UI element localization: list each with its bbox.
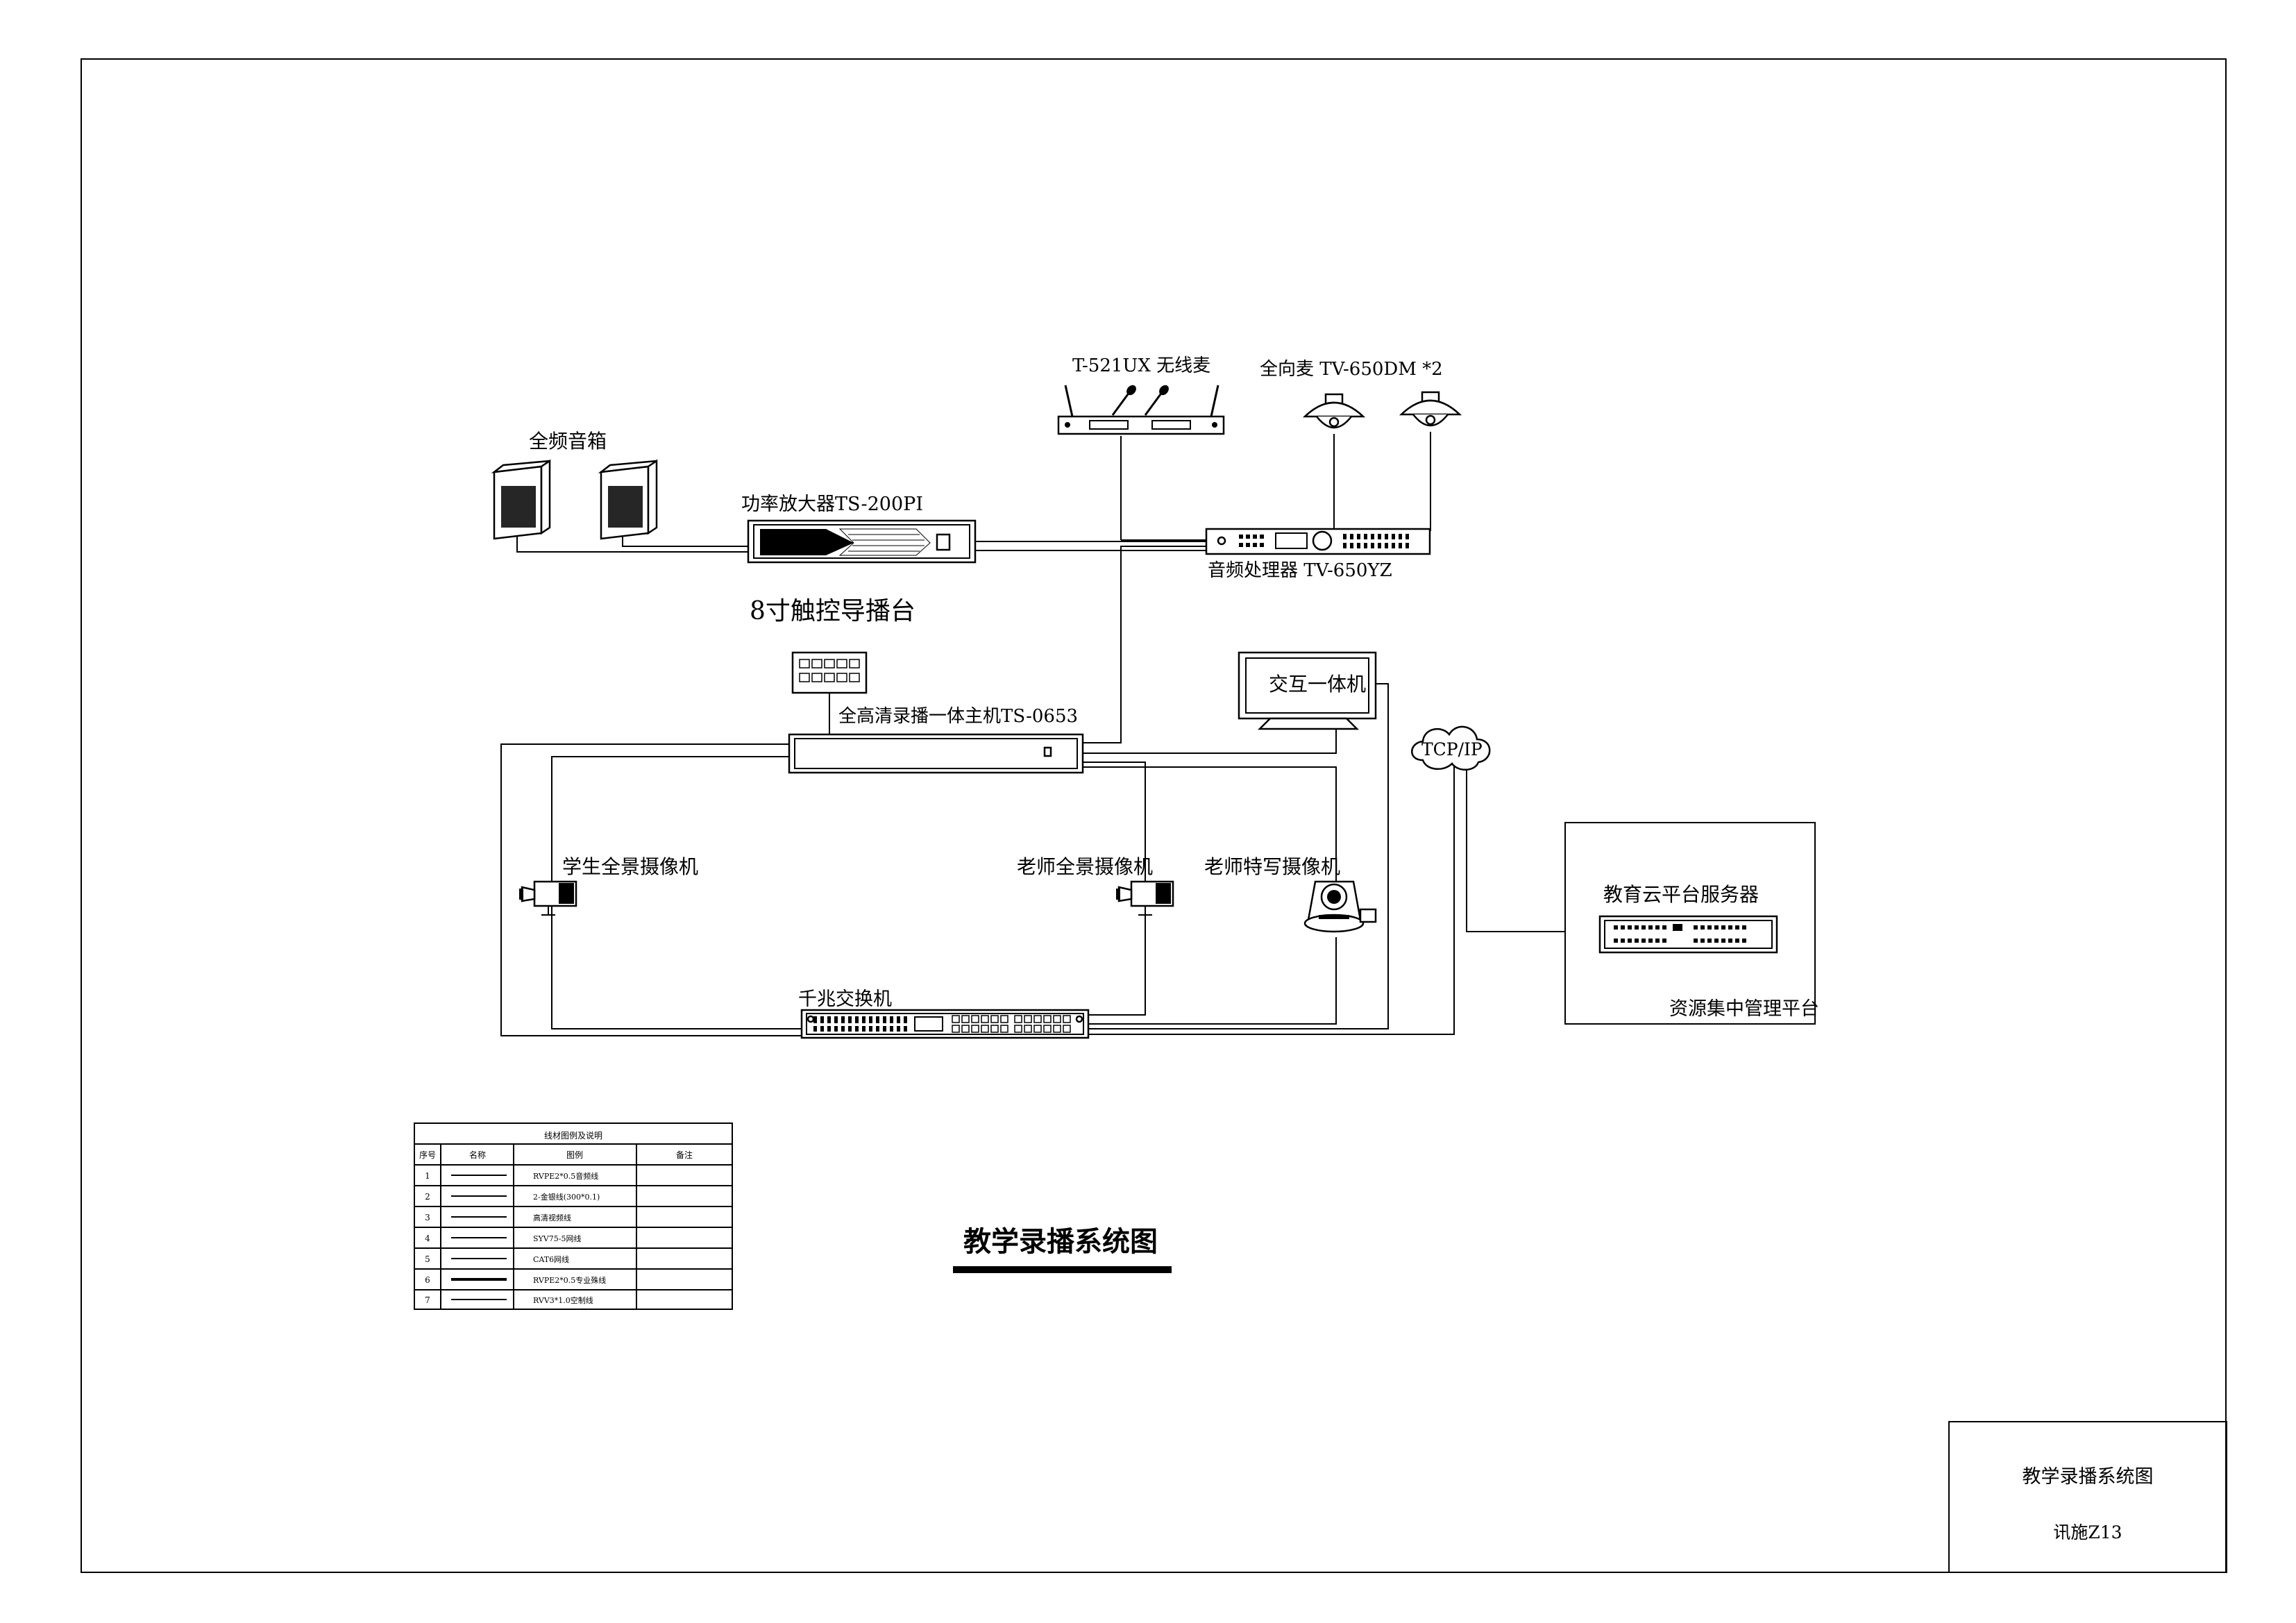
recorder-host: 全高清录播一体主机TS-0653 [788, 706, 1084, 774]
ceiling-mic-icon [1399, 391, 1462, 427]
legend-row: 1 RVPE2*0.5音频线 [425, 1171, 598, 1181]
speaker-icon [491, 459, 551, 540]
legend-row: 2 2-金银线(300*0.1) [425, 1192, 600, 1202]
legend-row-no: 1 [425, 1171, 430, 1181]
legend-row: 5 CAT6网线 [425, 1254, 569, 1264]
power-amplifier: 功率放大器TS-200PI [741, 494, 977, 564]
legend-header-symbol: 图例 [566, 1150, 583, 1160]
amplifier-label: 功率放大器TS-200PI [741, 494, 923, 515]
title-block-code: 讯施Z13 [2053, 1522, 2122, 1542]
wireless-mic-receiver: T-521UX 无线麦 [1057, 355, 1225, 435]
teacher-camera: 老师全景摄像机 [1017, 855, 1174, 916]
legend-row-desc: RVV3*1.0空制线 [533, 1295, 593, 1305]
legend-row-no: 7 [425, 1295, 430, 1305]
speaker-group: 全频音箱 [491, 430, 658, 540]
audio-processor-label: 音频处理器 TV-650YZ [1208, 560, 1392, 581]
network-cloud: TCP/IP [1411, 725, 1491, 771]
audio-processor: 音频处理器 TV-650YZ [1205, 528, 1431, 581]
omni-mic-group: 全向麦 TV-650DM *2 [1260, 359, 1462, 429]
page-title: 教学录播系统图 [963, 1225, 1158, 1258]
legend-header-note: 备注 [676, 1150, 693, 1160]
legend-row-no: 2 [425, 1192, 430, 1202]
student-camera: 学生全景摄像机 [519, 855, 698, 916]
handheld-mic-icon [1111, 385, 1169, 416]
legend-header-no: 序号 [419, 1150, 436, 1160]
box-camera-icon [519, 880, 577, 916]
legend-row: 6 RVPE2*0.5专业殊线 [425, 1275, 606, 1285]
legend-row-desc: 高清视频线 [533, 1213, 571, 1222]
speakers-label: 全频音箱 [529, 430, 607, 453]
legend-row-no: 6 [425, 1275, 430, 1285]
legend-row: 3 高清视频线 [425, 1213, 571, 1222]
legend-header-name: 名称 [469, 1150, 486, 1160]
wireless-mic-label: T-521UX 无线麦 [1072, 355, 1210, 376]
cloud-platform-box: 教育云平台服务器 [1564, 822, 1819, 1025]
legend-row-desc: CAT6网线 [533, 1254, 569, 1264]
interactive-display-label: 交互一体机 [1269, 673, 1366, 696]
rack-server-icon [1598, 915, 1778, 954]
legend-title: 线材图例及说明 [544, 1130, 602, 1141]
legend-row-desc: RVPE2*0.5音频线 [533, 1171, 598, 1181]
ptz-camera-icon [1303, 880, 1377, 933]
legend-table: 线材图例及说明 序号 名称 图例 备注 1 RVPE2*0.5音频线 2 2-金… [414, 1122, 733, 1310]
interactive-display: 交互一体机 [1238, 651, 1377, 730]
speaker-icon [598, 459, 658, 540]
legend-row: 4 SYV75-5网线 [425, 1234, 581, 1243]
title-block-title: 教学录播系统图 [2023, 1466, 2154, 1488]
main-title: 教学录播系统图 [953, 1225, 1172, 1273]
cloud-icon [1411, 725, 1491, 771]
teacher-closeup-camera: 老师特写摄像机 [1204, 855, 1377, 933]
network-cloud-label: TCP/IP [1421, 739, 1483, 759]
legend-row-no: 3 [425, 1213, 430, 1222]
legend-row: 7 RVV3*1.0空制线 [425, 1295, 593, 1305]
legend-row-no: 5 [425, 1254, 430, 1264]
title-block: 教学录播系统图 讯施Z13 [1948, 1421, 2227, 1573]
recorder-host-label: 全高清录播一体主机TS-0653 [838, 706, 1078, 727]
touch-console-label: 8寸触控导播台 [750, 597, 915, 625]
legend-row-desc: 2-金银线(300*0.1) [533, 1192, 600, 1202]
omni-mic-label: 全向麦 TV-650DM *2 [1260, 359, 1443, 380]
title-underline [953, 1266, 1172, 1273]
gigabit-switch: 千兆交换机 [798, 989, 1090, 1039]
ceiling-mic-icon [1302, 393, 1366, 429]
switch-label: 千兆交换机 [798, 989, 892, 1010]
box-camera-icon [1116, 880, 1174, 916]
teacher-camera-label: 老师全景摄像机 [1017, 855, 1153, 878]
touch-console: 8寸触控导播台 [750, 597, 915, 694]
teacher-closeup-camera-label: 老师特写摄像机 [1204, 855, 1340, 878]
resource-platform-label: 资源集中管理平台 [1669, 998, 1819, 1020]
drawing-frame [81, 58, 2227, 1573]
cloud-server-label: 教育云平台服务器 [1603, 883, 1759, 906]
legend-row-no: 4 [425, 1234, 430, 1243]
legend-row-desc: RVPE2*0.5专业殊线 [533, 1275, 606, 1285]
student-camera-label: 学生全景摄像机 [562, 855, 698, 878]
legend-row-desc: SYV75-5网线 [533, 1234, 581, 1243]
